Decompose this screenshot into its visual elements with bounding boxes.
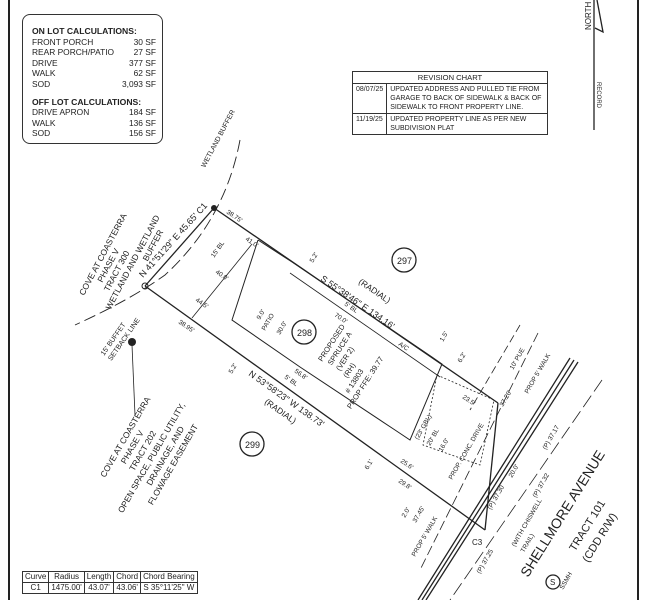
elevation-tag: (P) 37.17 <box>542 424 562 451</box>
curb-line <box>425 361 579 600</box>
lot-298-circle <box>291 319 317 345</box>
lot-299-circle <box>239 431 265 457</box>
elevation-tag: (P) 37.32 <box>532 472 552 499</box>
house-footprint <box>231 239 443 441</box>
svg-text:23.5': 23.5' <box>461 394 476 408</box>
curve-table: Curve Radius Length Chord Chord Bearing … <box>21 571 198 594</box>
svg-text:C3: C3 <box>472 538 483 547</box>
curve-table-row: C1 1475.00' 43.07' 43.06' S 35°11'25" W <box>21 582 198 594</box>
svg-text:1.5': 1.5' <box>439 331 450 343</box>
svg-text:SSMH: SSMH <box>559 571 575 591</box>
elevation-tag: 38.95' <box>177 319 195 335</box>
lot-number: 298 <box>297 328 312 338</box>
svg-text:30.0': 30.0' <box>276 320 289 336</box>
reference-dot <box>128 338 136 346</box>
north-label: NORTH <box>584 1 593 30</box>
svg-text:PROP 5' WALK: PROP 5' WALK <box>524 352 553 395</box>
on-lot-title: ON LOT CALCULATIONS: <box>32 26 137 36</box>
elevation-tag: 37.26' <box>499 389 514 408</box>
lot-line-west <box>144 285 486 531</box>
sidewalk-line <box>419 332 539 571</box>
lot-number: 297 <box>397 256 412 266</box>
road-centerline <box>449 379 603 600</box>
svg-text:6.2': 6.2' <box>457 352 468 364</box>
svg-text:15' BL: 15' BL <box>210 240 226 259</box>
svg-text:16.0': 16.0' <box>438 437 451 453</box>
svg-text:10' PUE: 10' PUE <box>509 346 527 371</box>
svg-text:20' BL: 20' BL <box>426 427 441 447</box>
svg-text:20.0': 20.0' <box>508 463 521 479</box>
off-lot-title: OFF LOT CALCULATIONS: <box>32 96 142 107</box>
leader-line <box>131 344 136 416</box>
setback-line <box>289 272 441 378</box>
svg-text:5.2': 5.2' <box>228 363 239 375</box>
wetland-buffer-line <box>74 139 241 326</box>
curve-table-header: Curve Radius Length Chord Chord Bearing <box>21 571 198 583</box>
corner-monument <box>141 282 149 290</box>
corner-monument <box>211 205 217 211</box>
setback-line <box>191 243 253 319</box>
revision-row: 08/07/25 UPDATED ADDRESS AND PULLED TIE … <box>351 83 548 114</box>
revision-chart-title: REVISION CHART <box>352 71 548 84</box>
curb-line <box>421 359 575 600</box>
elevation-tag: 37.45' <box>412 505 427 524</box>
svg-text:40.0': 40.0' <box>214 269 229 283</box>
revision-row: 11/19/25 UPDATED PROPERTY LINE AS PER NE… <box>351 113 548 135</box>
lot-number: 299 <box>245 440 260 450</box>
pue-line <box>469 324 521 411</box>
driveway <box>422 374 495 466</box>
tract-202-label: COVE AT COASTERRA PHASE V TRACT 202 OPEN… <box>98 395 200 515</box>
sheet-border-left <box>8 0 10 600</box>
lot-line-north <box>144 207 215 287</box>
svg-text:5.2': 5.2' <box>309 252 320 264</box>
svg-text:29.8': 29.8' <box>397 478 412 492</box>
buffer-setback-label: 15' BUFFET SETBACK LINE <box>100 317 142 362</box>
lot-297-circle <box>391 247 417 273</box>
revision-chart: REVISION CHART 08/07/25 UPDATED ADDRESS … <box>351 71 548 135</box>
north-arrow-head <box>594 0 604 34</box>
svg-text:PROP. CONC. DRIVE: PROP. CONC. DRIVE <box>448 422 486 481</box>
svg-text:A/C: A/C <box>397 341 410 353</box>
svg-text:2.0': 2.0' <box>401 507 412 519</box>
svg-text:6.1': 6.1' <box>364 459 375 471</box>
sheet-border-right <box>637 0 639 600</box>
svg-text:9.0': 9.0' <box>256 309 267 321</box>
sewer-manhole-icon <box>545 574 561 590</box>
record-label: RECORD <box>595 82 601 109</box>
wetland-buffer-label: WETLAND BUFFER <box>201 109 237 169</box>
curb-line <box>417 357 571 600</box>
elevation-tag: (P) 37.25 <box>476 548 496 575</box>
svg-text:S: S <box>550 578 555 587</box>
lot-line-front <box>484 402 499 531</box>
